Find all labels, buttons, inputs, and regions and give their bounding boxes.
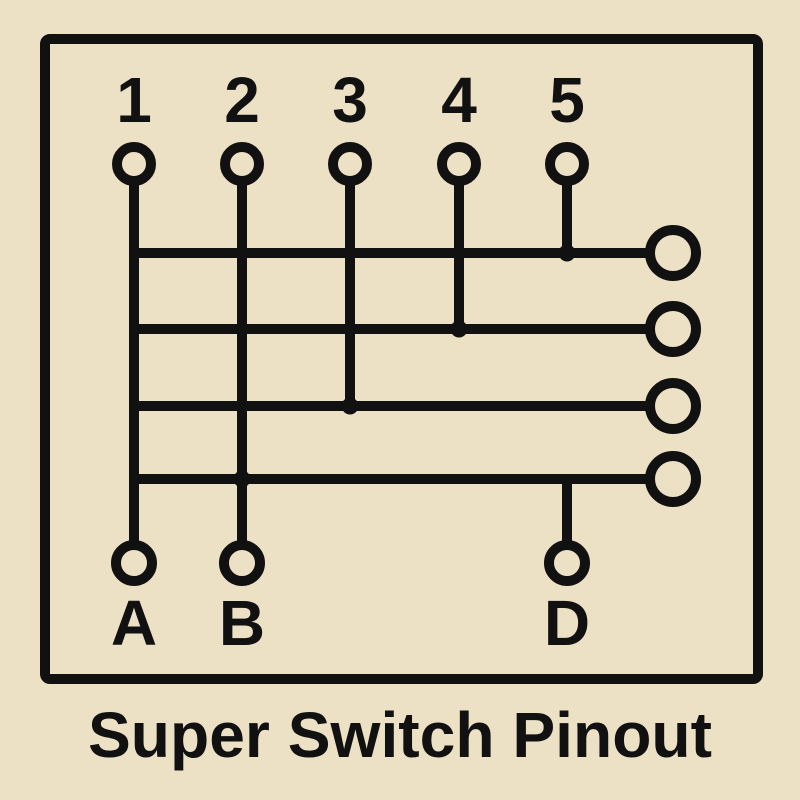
terminal-circle-row4 [645, 451, 701, 507]
bottom-terminal-labels: A B D [111, 587, 590, 659]
terminal-circle-pin3 [328, 142, 372, 186]
page-title: Super Switch Pinout [88, 699, 712, 771]
terminal-circle-A [111, 540, 157, 586]
diagram-frame [40, 34, 763, 684]
terminal-circle-B [219, 540, 265, 586]
terminal-circle-D [544, 540, 590, 586]
terminal-circle-row2 [645, 301, 701, 357]
terminal-circle-pin2 [220, 142, 264, 186]
terminal-label-D: D [544, 587, 590, 659]
junction-dot-pin3-row3 [341, 397, 359, 415]
junction-dot-pin4-row2 [450, 320, 468, 338]
junction-dot-pin5-row1 [558, 244, 576, 262]
wires [129, 164, 673, 563]
terminal-circle-row3 [645, 378, 701, 434]
terminal-circle-pin1 [112, 142, 156, 186]
pin-label-1: 1 [116, 64, 152, 136]
pin-label-5: 5 [549, 64, 585, 136]
pin-label-4: 4 [441, 64, 477, 136]
pin-label-3: 3 [332, 64, 368, 136]
top-pin-labels: 1 2 3 4 5 [116, 64, 585, 136]
pin-label-2: 2 [224, 64, 260, 136]
junction-dot-pin2-row4 [233, 470, 251, 488]
terminal-circle-row1 [645, 225, 701, 281]
terminal-circle-pin5 [545, 142, 589, 186]
right-common-terminals [645, 225, 701, 507]
bottom-terminals [111, 540, 590, 586]
top-pin-terminals [112, 142, 589, 186]
junction-dots [233, 244, 576, 488]
terminal-label-A: A [111, 587, 157, 659]
terminal-circle-pin4 [437, 142, 481, 186]
terminal-label-B: B [219, 587, 265, 659]
